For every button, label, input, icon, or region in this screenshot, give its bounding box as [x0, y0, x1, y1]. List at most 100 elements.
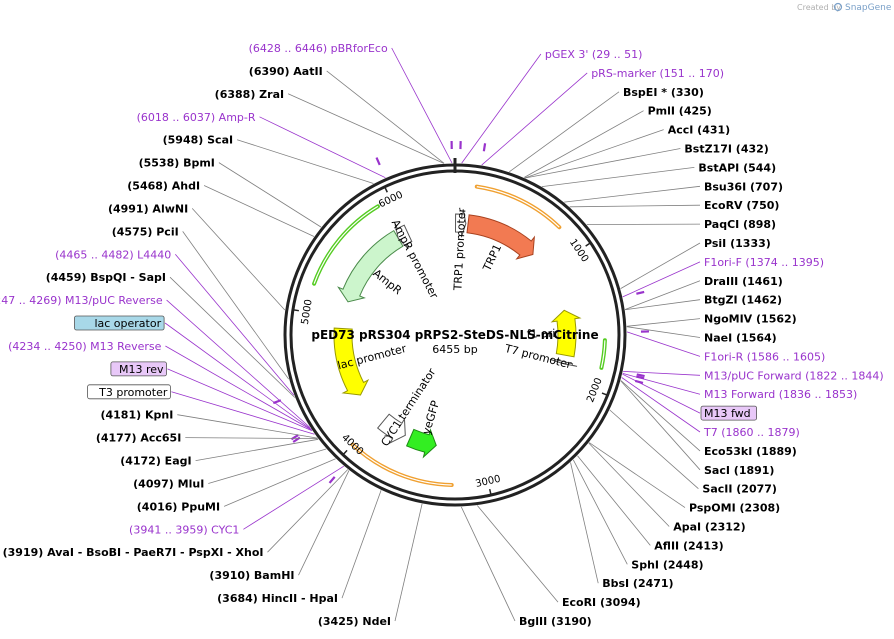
site-label-25: (3910) BamHI: [209, 569, 294, 582]
site-label-22: (4016) PpuMI: [137, 500, 220, 513]
leader-44: [626, 318, 701, 327]
primer-mark-11: [375, 157, 381, 166]
leader-12: [169, 276, 296, 398]
feature-arrow-ampr: [337, 229, 404, 303]
leader-15: [165, 345, 312, 431]
leader-41: [623, 371, 701, 376]
site-label-30: BbsI (2471): [602, 577, 673, 590]
site-label-41: M13/pUC Forward (1822 .. 1844): [704, 369, 884, 382]
site-label-31: SphI (2448): [631, 558, 703, 571]
feature-label-ampr: AmpR: [370, 267, 404, 298]
leader-29: [476, 505, 559, 603]
site-label-53: BstZ17I (432): [684, 143, 768, 156]
leader-38: [621, 377, 701, 433]
leader-28: [460, 506, 516, 622]
leader-20: [195, 438, 319, 461]
leader-8: [203, 185, 315, 237]
site-label-23: (3941 .. 3959) CYC1: [129, 523, 239, 536]
leader-35: [609, 409, 699, 489]
tick-mark-3000: [488, 488, 492, 497]
primer-mark-4: [636, 373, 645, 378]
leader-25: [298, 470, 350, 576]
leader-9: [191, 208, 286, 311]
leader-5: [259, 116, 386, 179]
site-label-40: M13 Forward (1836 .. 1853): [704, 388, 857, 401]
feature-arrow-ampr-promoter: [394, 223, 413, 250]
leader-45: [625, 299, 701, 311]
site-label-2: pRS-marker (151 .. 170): [591, 67, 724, 80]
site-label-18: (4181) KpnI: [100, 409, 173, 422]
leader-7: [218, 162, 322, 228]
leader-16: [167, 368, 313, 432]
site-box-17: [87, 384, 171, 400]
feature-ampr: AmpR: [337, 229, 405, 303]
tick-mark-6000: [383, 185, 388, 193]
site-label-45: BtgZI (1462): [704, 294, 782, 307]
site-labels: pGEX 3' (29 .. 51)pRS-marker (151 .. 170…: [0, 42, 884, 628]
leader-33: [588, 442, 670, 527]
site-box-16: [110, 361, 167, 377]
site-label-54: AccI (431): [668, 124, 731, 137]
leader-42: [626, 331, 701, 357]
leader-52: [541, 167, 695, 187]
site-label-6: (5948) ScaI: [163, 134, 233, 147]
site-label-14: lac operator: [94, 317, 161, 330]
site-label-43: NaeI (1564): [704, 332, 777, 345]
site-label-11: (4465 .. 4482) L4440: [55, 248, 171, 261]
site-label-44: NgoMIV (1562): [704, 313, 797, 326]
leader-48: [620, 242, 701, 289]
feature-ring-arcs: [312, 184, 607, 487]
site-label-8: (5468) AhdI: [127, 180, 200, 193]
primer-marks: [272, 141, 649, 484]
site-label-13: (4247 .. 4269) M13/pUC Reverse: [0, 294, 163, 307]
site-label-12: (4459) BspQI - SapI: [46, 271, 166, 284]
site-label-46: DraIII (1461): [704, 275, 783, 288]
site-label-32: AflII (2413): [654, 539, 723, 552]
tick-label-1000: 1000: [567, 237, 590, 264]
orange-arc-bottom-highlight: [352, 444, 452, 486]
site-label-21: (4097) MluI: [133, 478, 204, 491]
leader-22: [223, 458, 336, 507]
site-label-3: (6390) AatII: [249, 65, 323, 78]
feature-arrow-yegfp: [405, 428, 437, 459]
leader-21: [208, 448, 327, 484]
site-label-51: Bsu36I (707): [704, 180, 783, 193]
site-label-36: SacI (1891): [704, 464, 774, 477]
site-label-26: (3684) HincII - HpaI: [217, 592, 338, 605]
feature-arrow-f1-ori: [550, 309, 582, 358]
site-label-24: (3919) AvaI - BsoBI - PaeR7I - PspXI - X…: [3, 546, 264, 559]
site-label-49: PaqCI (898): [704, 218, 776, 231]
site-label-37: Eco53kI (1889): [704, 445, 797, 458]
site-label-34: PspOMI (2308): [689, 502, 780, 515]
site-label-42: F1ori-R (1586 .. 1605): [704, 350, 825, 363]
feature-label-trp1: TRP1: [480, 242, 504, 274]
leader-26: [341, 490, 382, 599]
site-label-56: BspEI * (330): [623, 86, 704, 99]
leader-47: [622, 261, 701, 298]
leader-46: [624, 280, 701, 310]
leader-3: [326, 70, 445, 164]
leader-43: [626, 326, 701, 338]
tick-label-5000: 5000: [300, 299, 315, 326]
leader-40: [622, 373, 701, 395]
leader-32: [577, 455, 651, 546]
site-label-16: M13 rev: [119, 363, 164, 376]
leader-19: [185, 437, 318, 439]
leader-18: [177, 414, 318, 439]
tick-label-3000: 3000: [474, 474, 501, 490]
snapgene-logo-icon: [833, 2, 843, 12]
site-label-4: (6388) ZraI: [215, 88, 284, 101]
tick-label-2000: 2000: [585, 376, 605, 404]
feature-arrow-cyc1-terminator: [376, 413, 406, 445]
leader-0: [391, 47, 453, 164]
site-label-15: (4234 .. 4250) M13 Reverse: [8, 340, 161, 353]
site-label-28: BglII (3190): [519, 615, 592, 628]
primer-mark-2: [636, 290, 645, 295]
plasmid-length: 6455 bp: [432, 343, 477, 356]
site-label-52: BstAPI (544): [698, 161, 776, 174]
leader-11: [174, 254, 295, 396]
green-arc-ampr-highlight: [313, 205, 379, 284]
feature-label-f1-ori: f1 ori: [527, 327, 556, 341]
